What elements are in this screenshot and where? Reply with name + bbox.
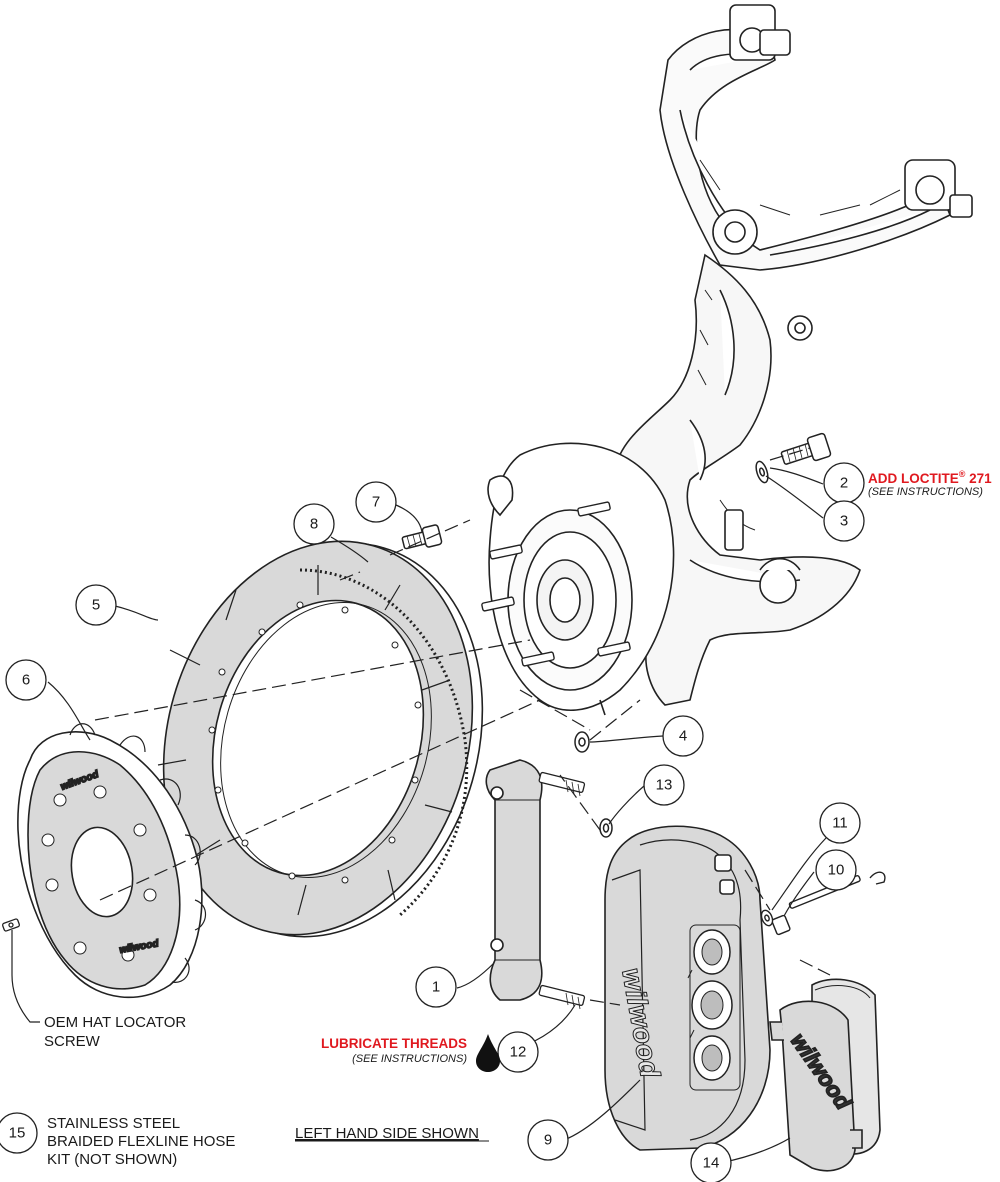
callout-circle-4 (662, 715, 704, 757)
callout-circle-9 (527, 1119, 569, 1161)
callout-number-6: 6 (22, 672, 30, 689)
callout-number-3: 3 (840, 513, 848, 530)
oem-screw-label-line2: SCREW (44, 1033, 101, 1050)
bolt-part-2 (780, 432, 832, 465)
brake-pads-part-14: wilwood (769, 978, 881, 1172)
callout-circle-6 (5, 659, 47, 701)
callout-number-2: 2 (840, 475, 848, 492)
caliper-part-9: wilwood (604, 825, 771, 1151)
callout-number-15: 15 (9, 1125, 26, 1142)
hose-kit-label-line1: STAINLESS STEEL (47, 1115, 180, 1132)
lubricate-threads-subnote: (SEE INSTRUCTIONS) (352, 1053, 467, 1065)
oem-hat-locator-screw (2, 918, 20, 932)
washer-part-3 (755, 460, 769, 484)
callout-circle-7 (355, 481, 397, 523)
oil-drop-icon (476, 1034, 500, 1072)
hub-and-dust-shield (481, 442, 675, 716)
loctite-subnote: (SEE INSTRUCTIONS) (868, 486, 983, 498)
loctite-note: ADD LOCTITE® 271 (868, 469, 992, 486)
callout-circle-1 (415, 966, 457, 1008)
callout-number-1: 1 (432, 979, 440, 996)
callout-number-12: 12 (510, 1044, 527, 1061)
caliper-bracket-part-1 (485, 759, 586, 1010)
callout-circle-8 (293, 503, 335, 545)
callout-number-14: 14 (703, 1155, 720, 1172)
callout-circle-11 (819, 802, 861, 844)
callout-number-11: 11 (832, 815, 848, 832)
rotor-hat-part-6: wilwood wilwood (17, 723, 207, 999)
callout-number-8: 8 (310, 516, 318, 533)
callout-number-9: 9 (544, 1132, 552, 1149)
callout-circle-3 (823, 500, 865, 542)
assembly-centerlines (94, 447, 831, 1006)
callout-circle-15 (0, 1112, 38, 1154)
callout-numbers: 1 2 3 4 5 6 7 8 9 10 11 12 13 14 15 (9, 475, 849, 1172)
brake-rotor-part-5 (157, 540, 484, 938)
hose-kit-label-line2: BRAIDED FLEXLINE HOSE (47, 1133, 235, 1150)
washer-part-4 (574, 731, 590, 753)
pin-clip-part-11 (760, 909, 774, 927)
hose-kit-label-line3: KIT (NOT SHOWN) (47, 1151, 177, 1168)
callout-number-13: 13 (656, 777, 673, 794)
callout-circle-10 (815, 849, 857, 891)
left-hand-side-shown-label: LEFT HAND SIDE SHOWN (295, 1125, 479, 1142)
upper-control-arm (659, 4, 973, 271)
callout-number-5: 5 (92, 597, 100, 614)
lubricate-threads-note: LUBRICATE THREADS (321, 1036, 467, 1051)
callout-circle-12 (497, 1031, 539, 1073)
callout-number-4: 4 (679, 728, 687, 745)
callout-number-7: 7 (372, 494, 380, 511)
callout-circle-13 (643, 764, 685, 806)
callout-circles (0, 462, 865, 1182)
callout-leader-lines (11, 467, 827, 1165)
callout-circle-14 (690, 1142, 732, 1182)
oem-screw-label-line1: OEM HAT LOCATOR (44, 1014, 186, 1031)
callout-circle-5 (75, 584, 117, 626)
callout-number-10: 10 (828, 862, 845, 879)
bolt-part-7 (401, 524, 443, 550)
